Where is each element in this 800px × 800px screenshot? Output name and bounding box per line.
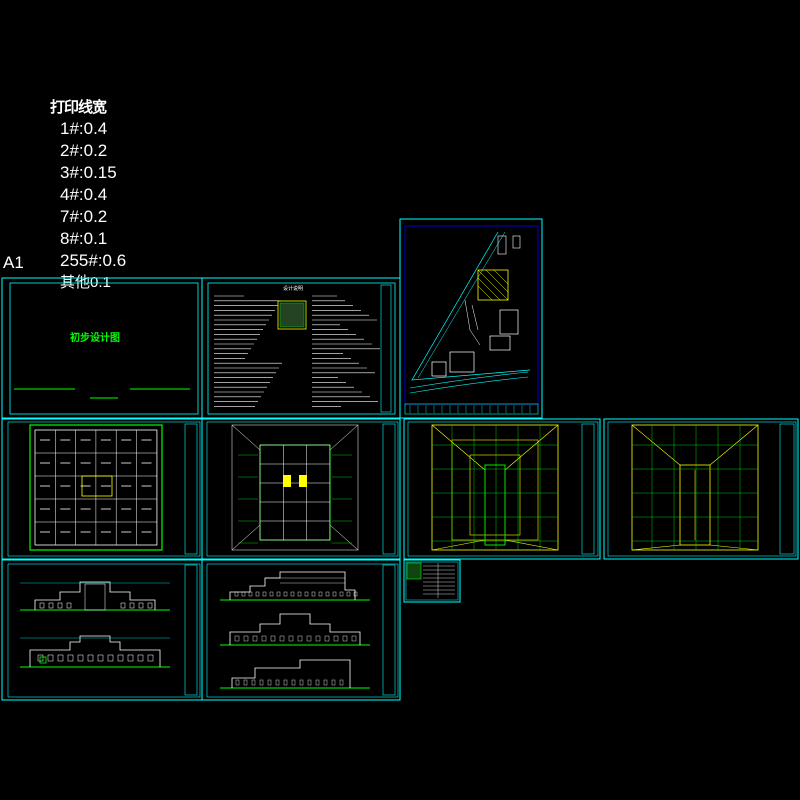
shape bbox=[342, 635, 348, 642]
shape bbox=[269, 591, 274, 597]
shape bbox=[137, 654, 144, 662]
shape bbox=[120, 602, 126, 609]
shape bbox=[147, 602, 153, 609]
notes-sheet[interactable]: 设计说明 bbox=[201, 277, 401, 419]
shape bbox=[77, 654, 84, 662]
shape bbox=[57, 654, 64, 662]
shape bbox=[255, 591, 260, 597]
schedule-table bbox=[423, 563, 455, 598]
shape bbox=[290, 591, 295, 597]
shape bbox=[324, 635, 330, 642]
roof-plan-sheet-2[interactable] bbox=[603, 418, 799, 560]
shape bbox=[57, 602, 63, 609]
room-grid bbox=[34, 429, 158, 546]
shape bbox=[243, 635, 249, 642]
window-row bbox=[37, 602, 154, 664]
shape bbox=[262, 591, 267, 597]
shape bbox=[48, 602, 54, 609]
legend-line: 255#:0.6 bbox=[60, 251, 127, 270]
shape bbox=[351, 635, 357, 642]
shape bbox=[304, 591, 309, 597]
shape bbox=[283, 591, 288, 597]
legend-line: 8#:0.1 bbox=[60, 229, 108, 248]
shape bbox=[275, 679, 280, 686]
shape bbox=[306, 635, 312, 642]
room-grid bbox=[238, 444, 352, 544]
section-sheet[interactable] bbox=[201, 559, 401, 701]
shape bbox=[297, 635, 303, 642]
shape bbox=[241, 591, 246, 597]
shape bbox=[315, 679, 320, 686]
shape bbox=[299, 679, 304, 686]
shape bbox=[138, 602, 144, 609]
sheet-size-label: A1 bbox=[3, 253, 24, 272]
floor-plan-sheet-2[interactable] bbox=[201, 418, 401, 560]
shape bbox=[234, 591, 239, 597]
shape bbox=[127, 654, 134, 662]
shape bbox=[252, 635, 258, 642]
notes-text-block bbox=[214, 295, 380, 407]
shape bbox=[39, 602, 45, 609]
shape bbox=[325, 591, 330, 597]
shape bbox=[39, 656, 47, 664]
shape bbox=[315, 635, 321, 642]
shape bbox=[323, 679, 328, 686]
shape bbox=[267, 679, 272, 686]
shape bbox=[276, 591, 281, 597]
shape bbox=[333, 635, 339, 642]
legend-line: 4#:0.4 bbox=[60, 185, 108, 204]
line-weight-legend-title: 打印线宽 bbox=[50, 99, 107, 116]
shape bbox=[47, 654, 54, 662]
shape bbox=[297, 591, 302, 597]
legend-line: 1#:0.4 bbox=[60, 119, 108, 138]
shape bbox=[97, 654, 104, 662]
shape bbox=[261, 635, 267, 642]
shape bbox=[66, 602, 72, 609]
shape bbox=[117, 654, 124, 662]
notes-title: 设计说明 bbox=[283, 285, 303, 292]
shape bbox=[339, 679, 344, 686]
shape bbox=[318, 591, 323, 597]
shape bbox=[147, 654, 154, 662]
roof-plan-sheet-1[interactable] bbox=[403, 418, 601, 560]
shape bbox=[37, 654, 44, 662]
elevation-sheet[interactable] bbox=[1, 559, 203, 701]
shape bbox=[288, 635, 294, 642]
legend-line: 3#:0.15 bbox=[60, 163, 117, 182]
shape bbox=[311, 591, 316, 597]
cover-sheet[interactable]: 初步设计图 bbox=[1, 277, 203, 419]
window-row bbox=[234, 591, 358, 686]
shape bbox=[353, 591, 358, 597]
shape bbox=[234, 635, 240, 642]
shape bbox=[259, 679, 264, 686]
shape bbox=[279, 635, 285, 642]
site-plan-sheet[interactable] bbox=[399, 218, 543, 419]
shape bbox=[248, 591, 253, 597]
shape bbox=[283, 679, 288, 686]
cover-title: 初步设计图 bbox=[70, 331, 120, 344]
legend-line: 2#:0.2 bbox=[60, 141, 108, 160]
legend-line: 7#:0.2 bbox=[60, 207, 108, 226]
shape bbox=[107, 654, 114, 662]
shape bbox=[270, 635, 276, 642]
grid-lines bbox=[432, 425, 558, 550]
shape bbox=[67, 654, 74, 662]
shape bbox=[235, 679, 240, 686]
shape bbox=[346, 591, 351, 597]
grid-lines bbox=[632, 425, 758, 550]
shape bbox=[339, 591, 344, 597]
shape bbox=[129, 602, 135, 609]
title-block-ticks bbox=[409, 405, 531, 413]
shape bbox=[332, 591, 337, 597]
shape bbox=[87, 654, 94, 662]
shape bbox=[331, 679, 336, 686]
shape bbox=[243, 679, 248, 686]
shape bbox=[307, 679, 312, 686]
shape bbox=[291, 679, 296, 686]
floor-plan-sheet-1[interactable] bbox=[1, 418, 203, 560]
schedule-sheet[interactable] bbox=[403, 559, 461, 603]
shape bbox=[251, 679, 256, 686]
